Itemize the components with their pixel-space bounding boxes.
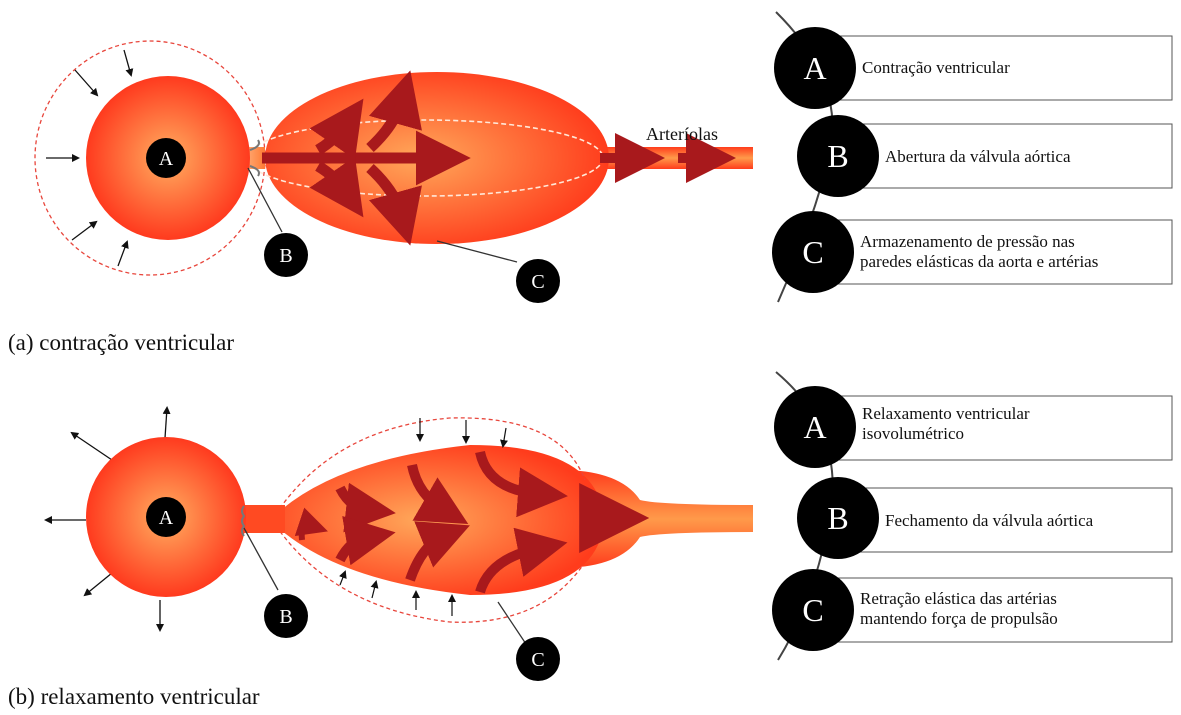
legend-text-b-b: Fechamento da válvula aórtica [885, 511, 1094, 530]
legend-line: isovolumétrico [862, 424, 964, 443]
marker-a-b: A [146, 497, 186, 537]
svg-text:B: B [827, 500, 848, 536]
legend-line: Fechamento da válvula aórtica [885, 511, 1094, 530]
svg-text:C: C [531, 649, 544, 671]
panel-a-illustration: Arteríolas A B C [35, 41, 753, 303]
legend-line: Relaxamento ventricular [862, 404, 1030, 423]
leader-b [244, 528, 278, 590]
legend-line: Retração elástica das artérias [860, 589, 1057, 608]
svg-text:A: A [803, 50, 826, 86]
caption-b: (b) relaxamento ventricular [8, 684, 260, 710]
svg-text:B: B [279, 606, 292, 628]
legend-text-a: Contração ventricular [862, 58, 1010, 77]
svg-text:B: B [279, 245, 292, 267]
legend-line: Contração ventricular [862, 58, 1010, 77]
legend-line: mantendo força de propulsão [860, 609, 1058, 628]
marker-c-b: C [516, 637, 560, 681]
marker-b-b: B [264, 594, 308, 638]
svg-text:A: A [159, 507, 174, 529]
arterioles-label: Arteríolas [646, 124, 718, 144]
marker-a: A [146, 138, 186, 178]
legend-line: paredes elásticas da aorta e artérias [860, 252, 1098, 271]
panel-a-legend: A B C Contração ventricular Abertura da … [772, 12, 1172, 302]
svg-text:C: C [531, 271, 544, 293]
panel-b-illustration: A B C [46, 408, 753, 681]
marker-b: B [264, 233, 308, 277]
marker-c: C [516, 259, 560, 303]
legend-text-b: Abertura da válvula aórtica [885, 147, 1071, 166]
svg-text:B: B [827, 138, 848, 174]
svg-text:A: A [159, 148, 174, 170]
legend-line: Armazenamento de pressão nas [860, 232, 1075, 251]
svg-text:A: A [803, 409, 826, 445]
svg-text:C: C [802, 234, 823, 270]
svg-text:C: C [802, 592, 823, 628]
caption-a: (a) contração ventricular [8, 330, 234, 356]
legend-line: Abertura da válvula aórtica [885, 147, 1071, 166]
